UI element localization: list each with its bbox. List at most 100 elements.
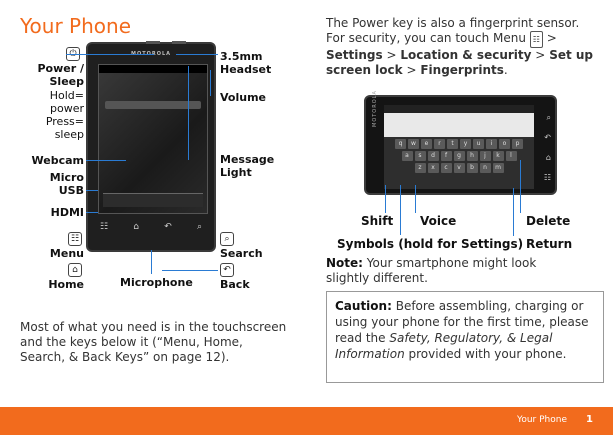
menu-icon: ☷ xyxy=(68,232,82,246)
keyboard-key: f xyxy=(440,151,452,161)
keyboard-key: g xyxy=(453,151,465,161)
keyboard-key: i xyxy=(486,139,497,149)
search-label: Search xyxy=(220,247,263,260)
path-settings: Settings xyxy=(326,48,383,62)
path-screen-lock: Set up screen lock xyxy=(326,48,594,77)
keyboard-key: d xyxy=(427,151,439,161)
keyboard-key: e xyxy=(421,139,432,149)
callout-line xyxy=(151,250,152,274)
keyboard-key: z xyxy=(414,163,426,173)
headset-jack xyxy=(172,41,186,44)
keyboard-key: p xyxy=(512,139,523,149)
menu-side-icon: ☷ xyxy=(543,173,551,182)
headset-label: 3.5mm Headset xyxy=(220,50,272,76)
footer-section: Your Phone xyxy=(517,415,567,425)
keyboard-key: r xyxy=(434,139,445,149)
keyboard-key: a xyxy=(401,151,413,161)
micro-usb-label: Micro USB xyxy=(49,171,84,197)
menu-label: Menu xyxy=(49,247,84,260)
caution-doc-title: Safety, Regulatory, & Legal Information xyxy=(335,331,553,361)
app-dock xyxy=(103,193,203,207)
note-text: Your smartphone might look slightly diff… xyxy=(326,256,537,285)
note: Note: Your smartphone might look slightl… xyxy=(326,256,566,286)
intro-paragraph: Most of what you need is in the touchscr… xyxy=(20,320,287,364)
separator: > xyxy=(535,48,546,62)
callout-line xyxy=(415,185,416,213)
keyboard-key: x xyxy=(427,163,439,173)
page-footer: Your Phone 1 xyxy=(0,407,613,435)
back-key-icon: ↶ xyxy=(164,222,172,232)
return-label: Return xyxy=(526,237,573,251)
home-label: Home xyxy=(48,278,84,291)
search-widget xyxy=(105,101,201,109)
keyboard-key: v xyxy=(453,163,465,173)
message-light-label: Message Light xyxy=(220,153,275,179)
microphone-label: Microphone xyxy=(120,276,193,289)
page-number: 1 xyxy=(586,414,593,425)
back-icon: ↶ xyxy=(220,263,234,277)
keyboard-key: n xyxy=(479,163,491,173)
callout-line xyxy=(86,212,98,213)
search-icon: ⌕ xyxy=(220,232,234,246)
volume-label: Volume xyxy=(220,91,266,104)
keyboard-key: j xyxy=(479,151,491,161)
caution-text: Before assembling, charging or using you… xyxy=(335,299,589,345)
page-title: Your Phone xyxy=(20,14,132,38)
keyboard-key: c xyxy=(440,163,452,173)
keyboard-key: u xyxy=(473,139,484,149)
fingerprint-paragraph: The Power key is also a fingerprint sens… xyxy=(326,16,594,77)
keyboard-brand: MOTOROLA xyxy=(372,90,378,127)
power-sleep-label: Power / Sleep xyxy=(37,62,84,88)
home-side-icon: ⌂ xyxy=(545,153,551,162)
callout-line xyxy=(400,185,401,235)
callout-line xyxy=(385,185,386,213)
power-desc: Hold= power Press= sleep xyxy=(45,89,84,141)
callout-line xyxy=(513,188,514,236)
keyboard-key: l xyxy=(505,151,517,161)
phone-illustration: MOTOROLA ☷ ⌂ ↶ ⌕ xyxy=(86,41,216,252)
callout-line xyxy=(210,70,211,96)
keyboard-key: y xyxy=(460,139,471,149)
shift-label: Shift xyxy=(361,214,394,228)
power-button xyxy=(146,41,160,44)
keyboard-key: w xyxy=(408,139,419,149)
path-fingerprints: Fingerprints xyxy=(420,63,504,77)
callout-line xyxy=(86,190,98,191)
keyboard-key: m xyxy=(492,163,504,173)
home-icon: ⌂ xyxy=(68,263,82,277)
status-bar xyxy=(99,65,207,73)
delete-label: Delete xyxy=(526,214,571,228)
keyboard-key: h xyxy=(466,151,478,161)
separator: > xyxy=(386,48,397,62)
keyboard-key: q xyxy=(395,139,406,149)
callout-line xyxy=(162,270,218,271)
webcam-label: Webcam xyxy=(31,154,84,167)
keyboard-key: k xyxy=(492,151,504,161)
callout-line xyxy=(520,160,521,213)
keyboard-key: b xyxy=(466,163,478,173)
back-label: Back xyxy=(220,278,250,291)
intro-line-2: For security, you can touch Menu xyxy=(326,31,526,45)
home-key-icon: ⌂ xyxy=(133,222,139,232)
menu-inline-icon: ☷ xyxy=(529,31,543,48)
hdmi-label: HDMI xyxy=(50,206,84,219)
caution-box: Caution: Before assembling, charging or … xyxy=(326,291,604,383)
callout-line xyxy=(176,54,218,55)
separator: > xyxy=(546,31,557,45)
symbols-label: Symbols (hold for Settings) xyxy=(337,237,524,251)
note-label: Note: xyxy=(326,256,363,270)
search-side-icon: ⌕ xyxy=(546,113,551,122)
keyboard-key: t xyxy=(447,139,458,149)
separator: > xyxy=(406,63,417,77)
keyboard-key: s xyxy=(414,151,426,161)
phone-screen xyxy=(98,64,208,214)
keyboard-key: o xyxy=(499,139,510,149)
menu-key-icon: ☷ xyxy=(100,222,109,232)
caution-label: Caution: xyxy=(335,299,392,313)
back-side-icon: ↶ xyxy=(544,133,551,142)
